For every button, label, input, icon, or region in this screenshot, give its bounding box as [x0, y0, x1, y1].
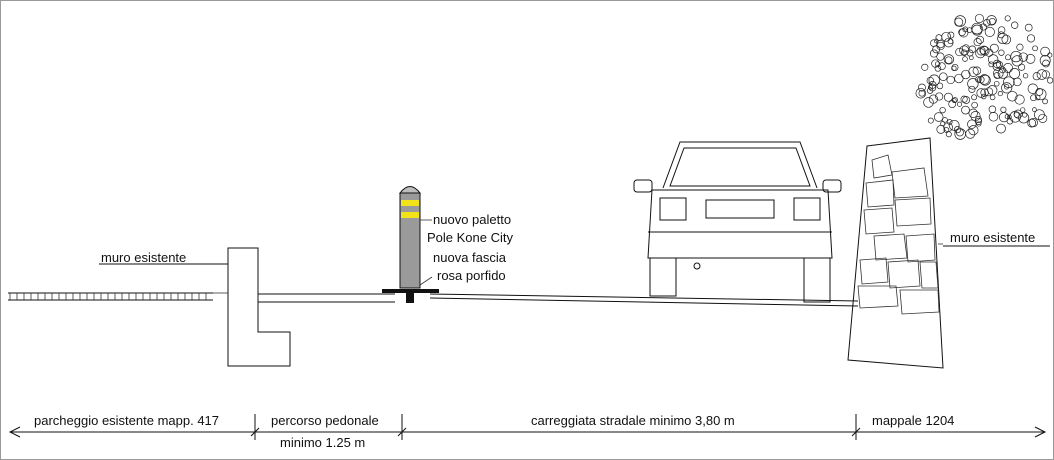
bollard — [382, 186, 439, 303]
dim-roadway: carreggiata stradale minimo 3,80 m — [531, 413, 735, 428]
dim-walkway-1: percorso pedonale — [271, 413, 379, 428]
label-band-1: nuova fascia — [433, 250, 507, 265]
left-wall — [213, 247, 291, 367]
label-bollard-1: nuovo paletto — [433, 212, 511, 227]
dim-walkway-2: minimo 1.25 m — [280, 435, 365, 450]
annotations: muro esistente nuovo paletto Pole Kone C… — [99, 212, 1050, 283]
bollard-reflective-band — [401, 200, 419, 206]
dim-parking: parcheggio esistente mapp. 417 — [34, 413, 219, 428]
right-stone-wall — [847, 137, 944, 369]
dim-parcel: mappale 1204 — [872, 413, 954, 428]
dimension-line: parcheggio esistente mapp. 417 percorso … — [8, 413, 1047, 450]
label-bollard-2: Pole Kone City — [427, 230, 513, 245]
ground-lines — [258, 293, 859, 307]
label-right-wall: muro esistente — [950, 230, 1035, 245]
parking-edge — [8, 292, 213, 301]
label-band-2: rosa porfido — [437, 268, 506, 283]
car-rear-view — [633, 141, 842, 303]
vegetation — [915, 13, 1054, 140]
label-left-wall: muro esistente — [101, 250, 186, 265]
